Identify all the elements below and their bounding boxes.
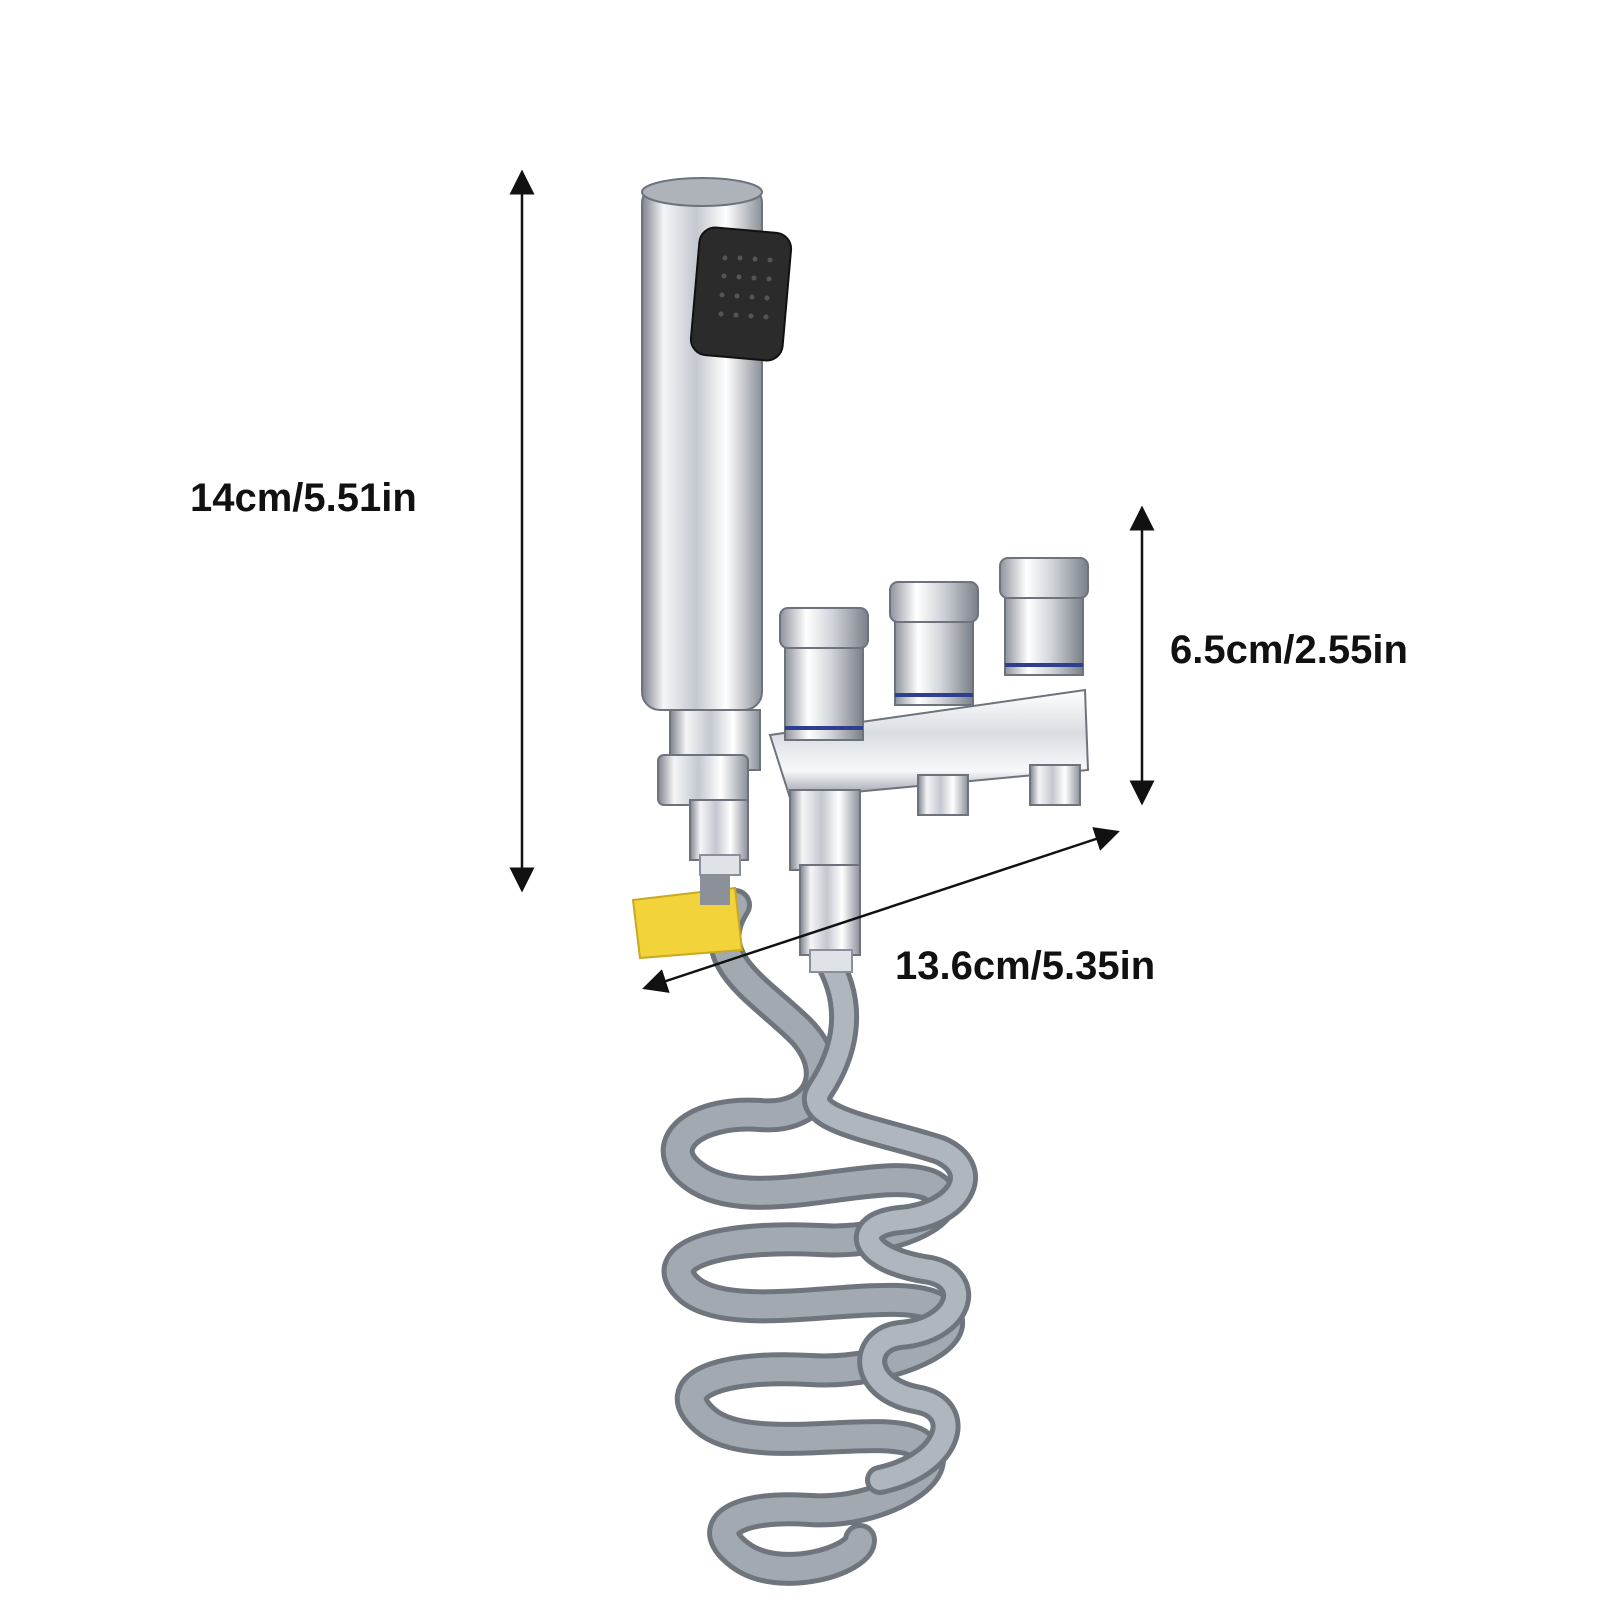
height-dimension-label: 14cm/5.51in [190,476,417,520]
three-way-valve [768,557,1090,973]
hand-shower [641,177,793,876]
width-arrow [642,827,1120,993]
width-dimension-label: 13.6cm/5.35in [895,944,1156,988]
spray-holes [718,255,773,320]
coiled-hose [660,888,978,1586]
valve-height-dimension-label: 6.5cm/2.55in [1170,628,1408,672]
dimension-arrows [509,169,1155,993]
hose-tag [631,875,744,960]
